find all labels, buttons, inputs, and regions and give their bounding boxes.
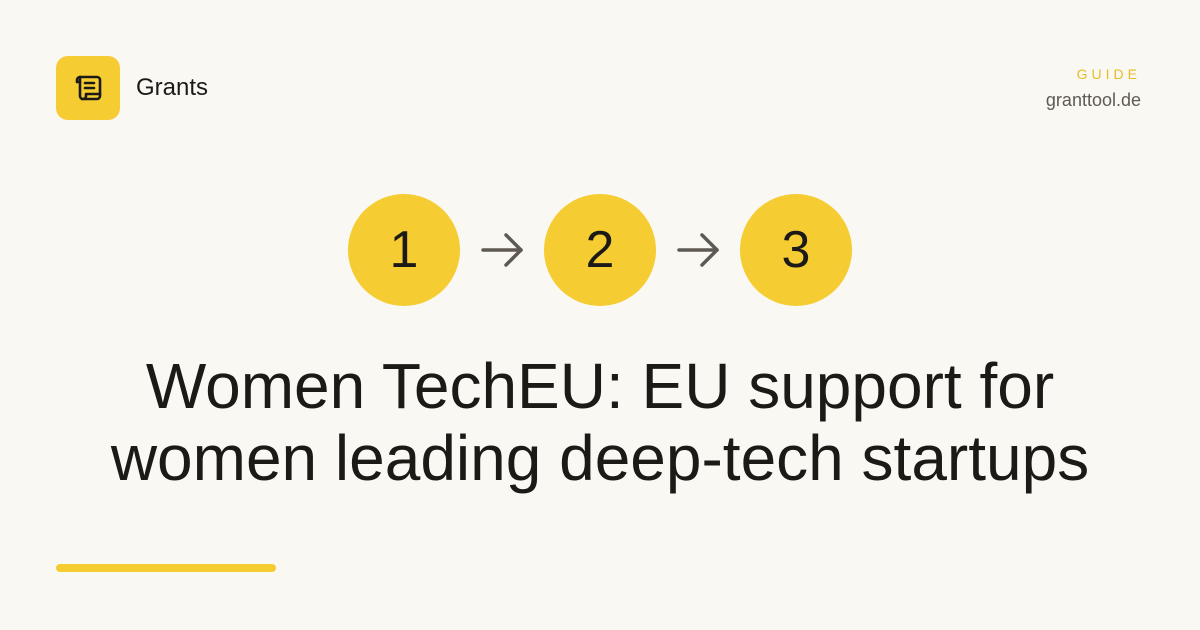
arrow-right-icon [677,233,719,267]
step-sequence: 1 2 3 [0,194,1200,306]
step-circle-2: 2 [544,194,656,306]
accent-bar [56,564,276,572]
logo-tile [56,56,120,120]
title-line-1: Women TechEU: EU support for [145,350,1055,422]
step-circle-1: 1 [348,194,460,306]
scroll-icon [75,75,102,101]
site-url: granttool.de [1045,90,1141,110]
arrow-right-icon [481,233,523,267]
title-line-2: women leading deep-tech startups [110,422,1090,494]
kicker-label: GUIDE [1076,66,1141,82]
page-title: Women TechEU: EU support for women leadi… [0,350,1200,494]
brand-name: Grants [136,74,209,101]
step-circle-3: 3 [740,194,852,306]
